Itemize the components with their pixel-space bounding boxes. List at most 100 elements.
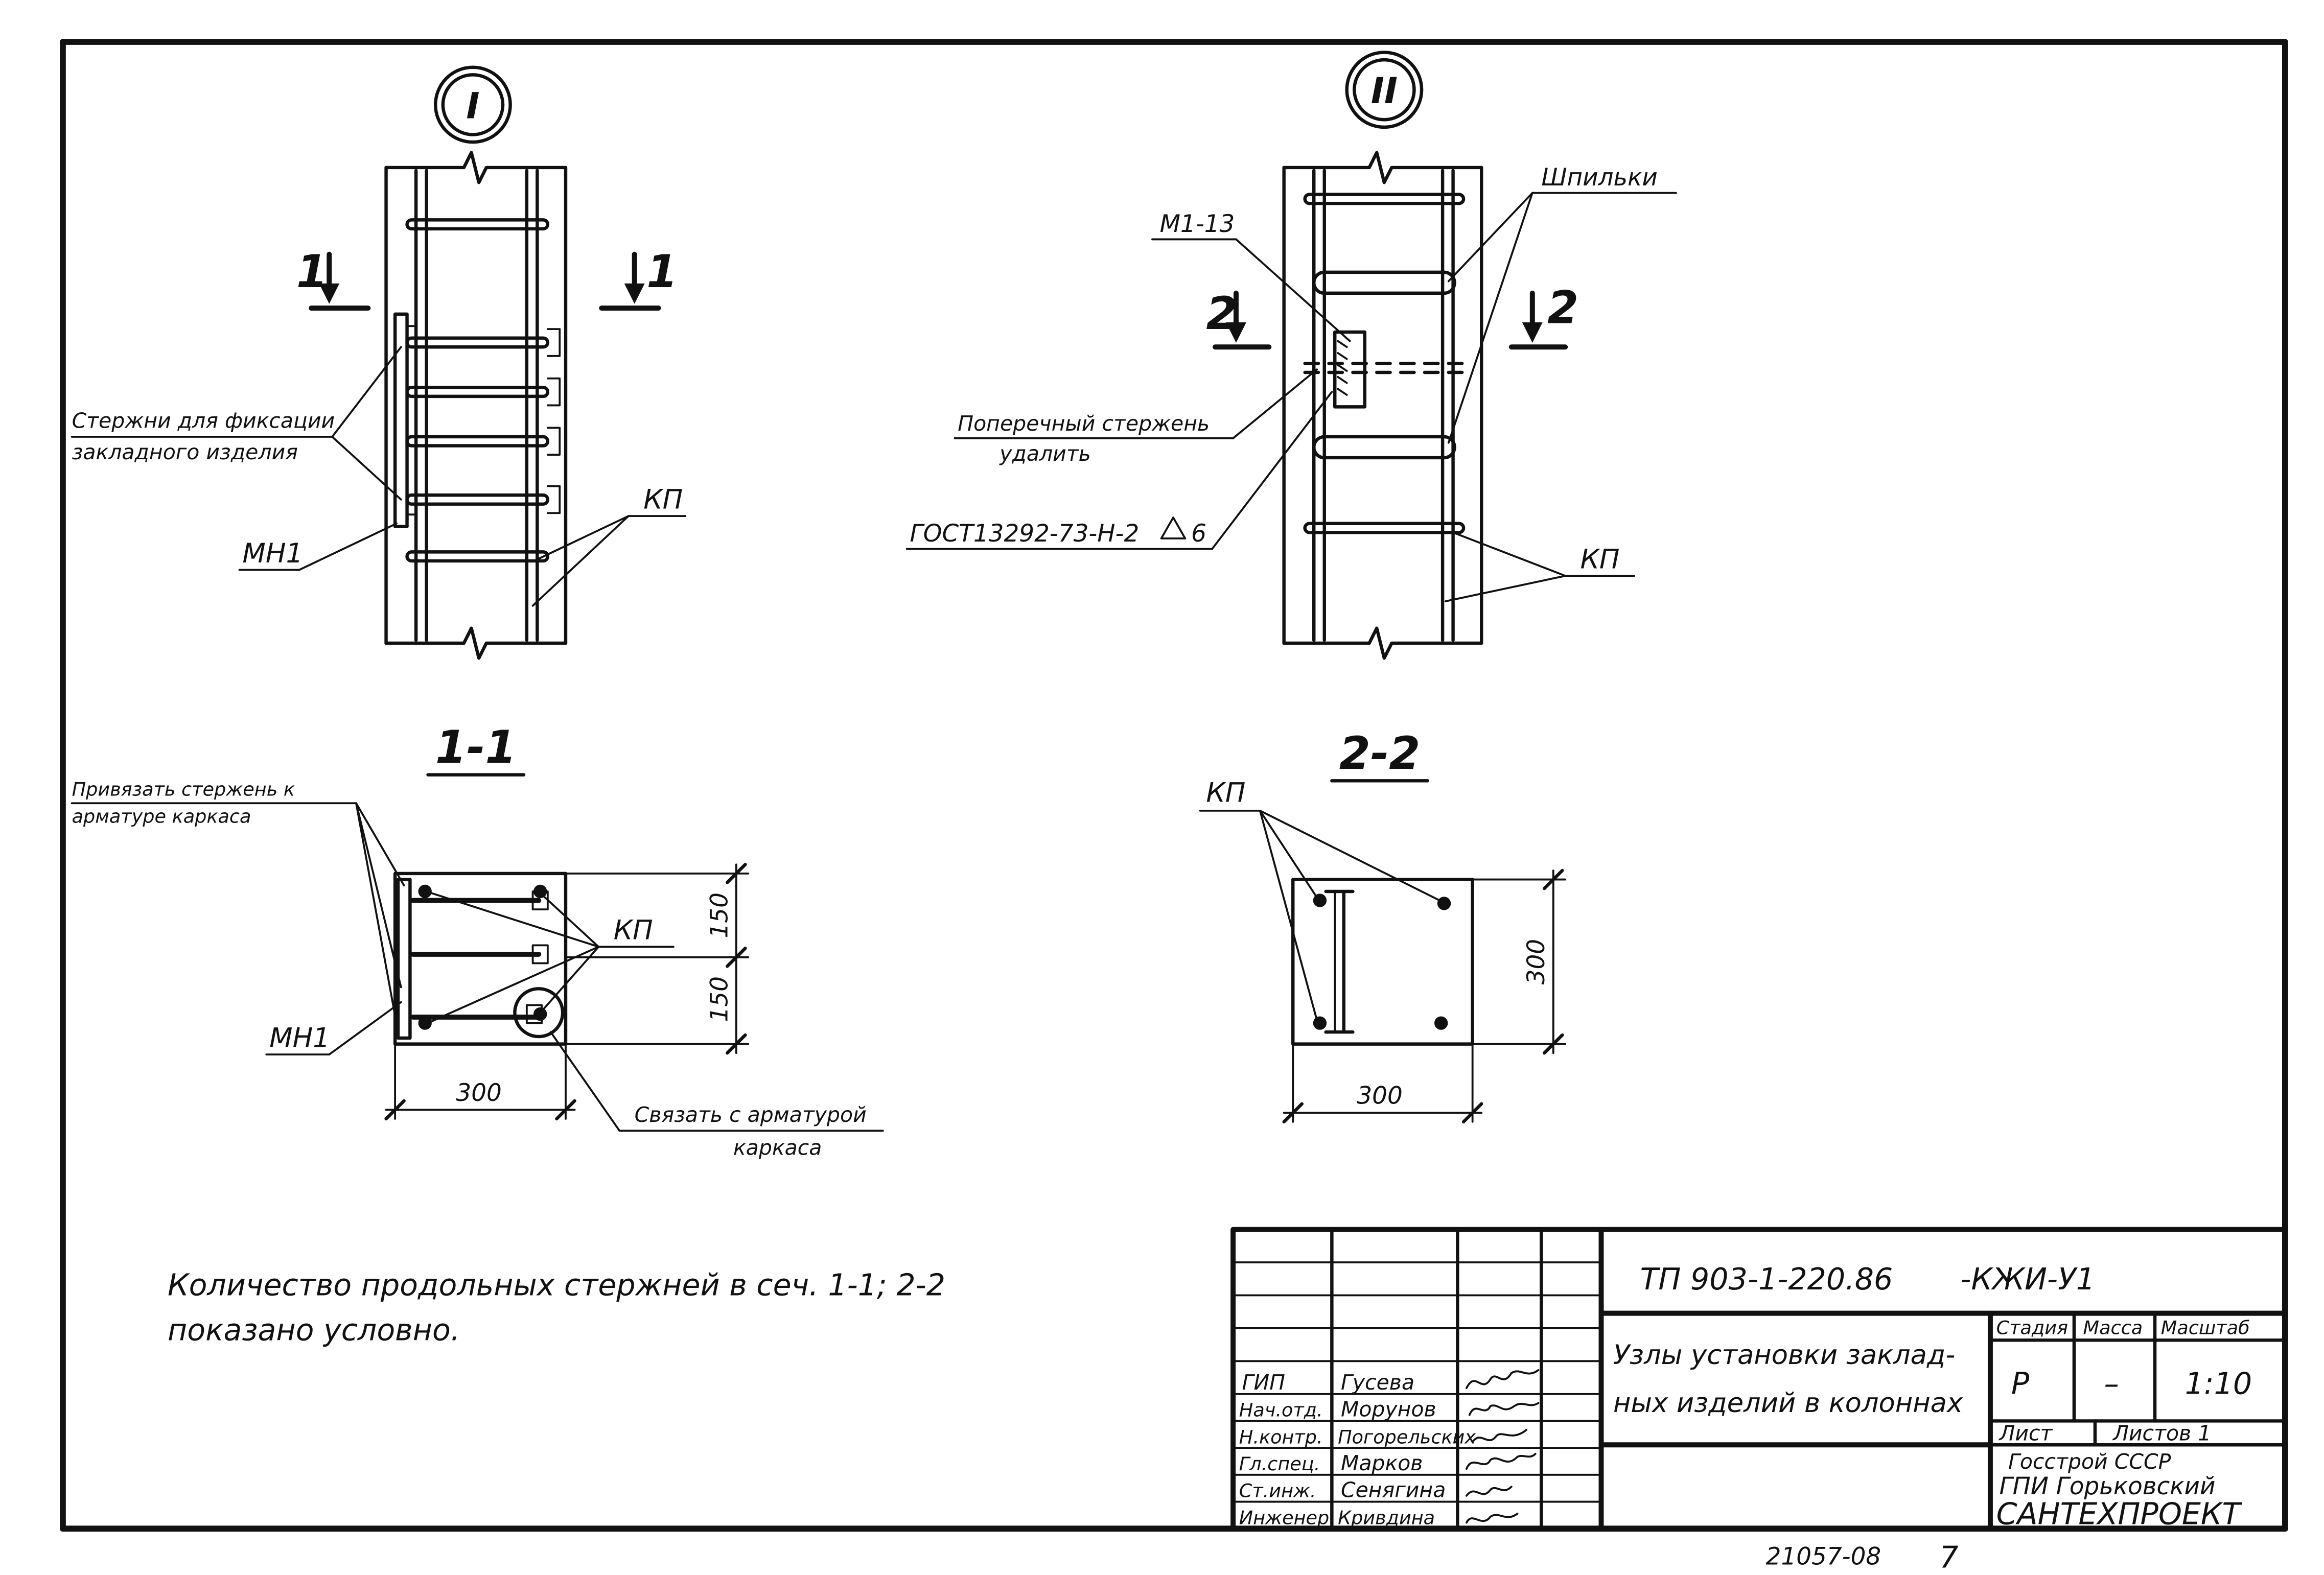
section-1-1: 1-1 150 150 300 Привязать стержень к арм…: [71, 721, 884, 1160]
weld-triangle-icon: [1160, 516, 1187, 539]
staff-role: Нач.отд.: [1239, 1399, 1323, 1421]
staff-name: Морунов: [1341, 1397, 1436, 1422]
sheet-header: Лист: [1998, 1421, 2053, 1446]
page-number: 7: [1939, 1540, 1958, 1574]
leader-tie-rod-a: [355, 802, 405, 887]
sheets-header: Листов 1: [2112, 1421, 2211, 1446]
leader-m1-13: [1235, 238, 1351, 342]
node-2-weld-hatch: [1337, 340, 1348, 396]
section-2-2-dim-tick: [1543, 868, 1564, 1055]
leader-kp-s2-b: [1259, 809, 1441, 902]
label-cross-rod-line1: Поперечный стержень: [958, 411, 1210, 436]
node-1-section-arrowhead-right: [624, 283, 645, 304]
section-1-1-bar: [533, 1007, 547, 1021]
leader-mn1-node1: [298, 522, 398, 571]
label-studs: Шпильки: [1541, 164, 1657, 192]
staff-name: Марков: [1341, 1451, 1423, 1475]
staff-role: Н.контр.: [1239, 1426, 1323, 1448]
label-cross-rod-line2: удалить: [998, 441, 1091, 466]
node-2-mark: II: [1371, 70, 1398, 112]
stage-value: Р: [2011, 1367, 2030, 1401]
node-2: II 2 2 М1-13 Шпильки: [905, 51, 1677, 660]
section-2-2-bar: [1434, 1016, 1448, 1030]
label-bind-line2: каркаса: [733, 1135, 822, 1160]
leader-studs-a: [1447, 192, 1533, 283]
leader-kp-node2-a: [1452, 531, 1567, 577]
node-1: I 1 1 Стержни для фиксации: [71, 65, 687, 660]
label-tie-rod-line2: арматуре каркаса: [72, 805, 251, 827]
section-2-2-title: 2-2: [1339, 727, 1421, 780]
leader-kp-s1-a: [430, 892, 600, 948]
leader-kp-s2-a: [1259, 809, 1318, 899]
leader-kp-s1-c: [430, 946, 600, 1023]
leader-fixation-rods-b: [331, 436, 402, 501]
node-2-stud: [1312, 435, 1456, 460]
archive-number: 21057-08: [1766, 1543, 1881, 1571]
staff-role: Инженер: [1239, 1507, 1329, 1529]
label-tie-rod-line1: Привязать стержень к: [72, 779, 295, 801]
section-1-1-title: 1-1: [435, 721, 517, 773]
mass-header: Масса: [2083, 1317, 2143, 1339]
signature: [1466, 1369, 1540, 1389]
drawing-title-line1: Узлы установки заклад-: [1613, 1339, 1955, 1371]
doc-code: ТП 903-1-220.86: [1640, 1262, 1893, 1297]
node-1-circle-inner: [441, 73, 505, 136]
node-1-embedded-plate: [393, 312, 409, 528]
staff-role: Гл.спец.: [1239, 1453, 1320, 1475]
leader-kp-node2-b: [1445, 575, 1567, 602]
leader-kp-s1-b: [541, 893, 600, 948]
leader-tie-rod-b: [355, 802, 402, 989]
label-kp-node2: КП: [1581, 544, 1620, 575]
node-1-stirrup: [405, 218, 550, 231]
label-gost-weld: ГОСТ13292-73-Н-2: [910, 520, 1140, 548]
section-1-1-bar: [418, 884, 432, 899]
note-line-1: Количество продольных стержней в сеч. 1-…: [168, 1268, 945, 1303]
signature: [1466, 1513, 1519, 1524]
leader-tie-rod-c: [355, 802, 399, 1033]
staff-name: Сенягина: [1341, 1478, 1446, 1502]
node-2-circle-inner: [1353, 58, 1416, 122]
leader-cross-rod: [1232, 368, 1318, 439]
node-2-stud: [1312, 270, 1456, 295]
node-2-stirrup: [1303, 522, 1466, 534]
signature: [1466, 1452, 1537, 1470]
label-bind-line1: Связать с арматурой: [635, 1102, 867, 1127]
leader-gost-weld: [1211, 391, 1333, 550]
dim-s2-width: 300: [1357, 1083, 1402, 1110]
signature: [1466, 1486, 1513, 1497]
org-line1: Госстрой СССР: [2008, 1449, 2171, 1474]
dim-s1-h-bottom: 150: [706, 976, 733, 1022]
sheet-frame: [60, 39, 2288, 1532]
node-2-stirrup: [1303, 193, 1466, 205]
staff-role: Ст.инж.: [1239, 1480, 1316, 1502]
node-2-section-arrowhead-left: [1226, 322, 1246, 343]
org-line3: САНТЕХПРОЕКТ: [1996, 1496, 2243, 1531]
label-kp-node1: КП: [643, 484, 683, 515]
dim-s2-height: 300: [1523, 939, 1550, 984]
node-2-break-bottom: [1282, 626, 1483, 660]
signature: [1468, 1402, 1540, 1416]
section-2-2-bar: [1437, 897, 1451, 910]
org-line2: ГПИ Горьковский: [2000, 1473, 2216, 1500]
node-1-stirrup: [405, 550, 550, 563]
stage-header: Стадия: [1996, 1317, 2068, 1339]
node-2-circle-outer: [1345, 51, 1424, 129]
section-2-2: 2-2 300 300 КП: [1199, 727, 1567, 1124]
leader-kp-node1-b: [531, 515, 630, 607]
leader-kp-s2-c: [1259, 809, 1318, 1021]
staff-name: Погорельских: [1338, 1426, 1476, 1448]
staff-role: ГИП: [1242, 1370, 1285, 1395]
section-1-1-dim-tick: [384, 1099, 576, 1121]
staff-name: Гусева: [1341, 1370, 1414, 1395]
scale-value: 1:10: [2185, 1367, 2252, 1401]
dim-s1-width: 300: [456, 1079, 501, 1107]
label-m1-13: М1-13: [1160, 210, 1235, 238]
node-1-circle-outer: [433, 65, 512, 144]
note-line-2: показано условно.: [168, 1312, 460, 1347]
section-1-1-bar: [418, 1016, 432, 1030]
node-1-break-top: [384, 151, 568, 184]
section-2-2-embedded-part: [1324, 889, 1355, 1034]
section-1-1-bar: [533, 884, 547, 899]
section-2-2-dim-tick: [1282, 1102, 1483, 1124]
node-1-clip: [546, 328, 561, 514]
